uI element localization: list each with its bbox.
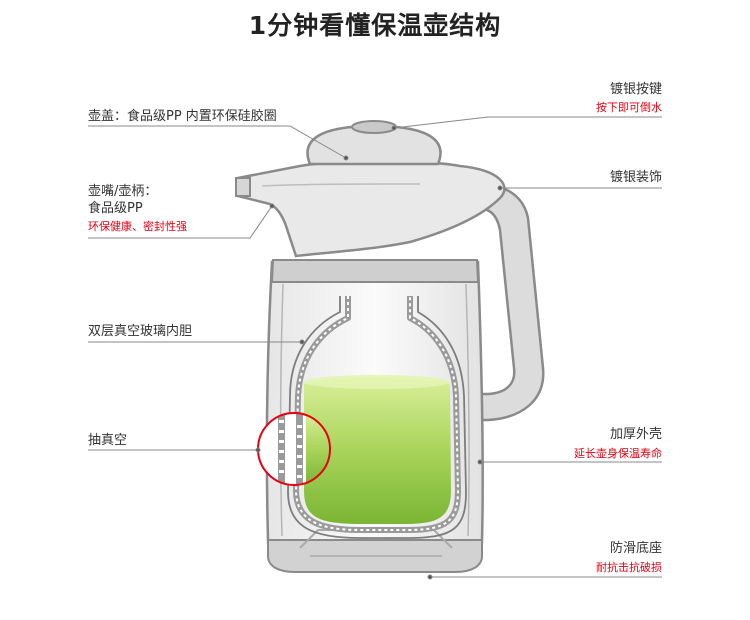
label-base: 防滑底座 (609, 541, 662, 556)
spout (235, 177, 251, 197)
note-spout-handle: 环保健康、密封性强 (88, 220, 187, 233)
page-title: 1分钟看懂保温壶结构 (248, 11, 502, 40)
label-decoration: 镀银装饰 (609, 170, 662, 185)
note-base: 耐抗击抗破损 (596, 561, 662, 574)
head-shoulder (236, 160, 506, 258)
silver-band (270, 259, 480, 283)
note-shell: 延长壶身保温寿命 (574, 447, 662, 460)
label-button: 镀银按键 (609, 82, 662, 97)
note-button: 按下即可倒水 (596, 101, 662, 114)
glass-liner-inner (287, 296, 467, 539)
handle (452, 183, 545, 422)
liquid (304, 377, 451, 524)
label-spout-handle-material: 食品级PP (88, 201, 143, 216)
leader-lines (88, 116, 662, 580)
label-liner: 双层真空玻璃内胆 (88, 324, 193, 339)
label-lid: 壶盖：食品级PP 内置环保硅胶圈 (88, 109, 277, 124)
label-shell: 加厚外壳 (609, 427, 662, 442)
label-vacuum: 抽真空 (88, 433, 128, 448)
press-button (351, 120, 397, 134)
label-spout-handle: 壶嘴/壶柄： (88, 184, 158, 199)
